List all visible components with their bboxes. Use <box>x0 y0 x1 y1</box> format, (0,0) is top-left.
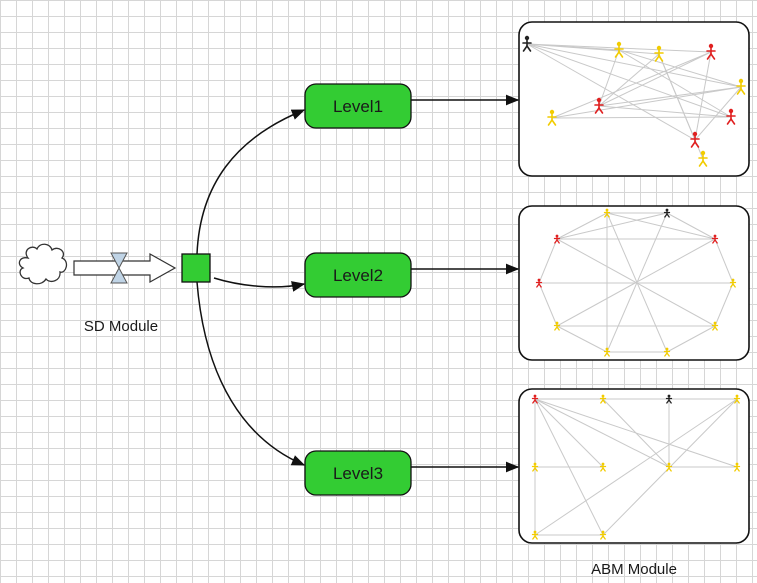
connector-to-level3 <box>196 281 306 466</box>
level3-box[interactable]: Level3 <box>304 450 412 496</box>
network-edge <box>714 238 734 284</box>
network-edge <box>534 398 738 536</box>
sd-module-label: SD Module <box>84 318 158 335</box>
network-edge <box>598 86 742 107</box>
network-edge <box>526 43 742 88</box>
network-edge <box>534 398 604 536</box>
agent-icon <box>729 278 737 288</box>
network-edge <box>556 238 716 327</box>
agent-icon <box>733 462 741 472</box>
network-edge <box>666 325 716 353</box>
network-edge <box>538 238 558 284</box>
level1-network <box>522 35 746 167</box>
agent-icon <box>711 234 719 244</box>
agent-icon <box>654 45 664 62</box>
level3-network <box>531 394 741 540</box>
agent-icon <box>599 394 607 404</box>
network-edge <box>538 282 558 327</box>
network-edge <box>556 212 668 240</box>
agent-icon <box>531 394 539 404</box>
agent-icon <box>599 462 607 472</box>
agent-icon <box>553 234 561 244</box>
agent-icon <box>726 108 736 125</box>
network-edge <box>534 398 670 468</box>
agent-icon <box>547 109 557 126</box>
flow-pipe-arrow <box>73 252 177 284</box>
network-edge <box>526 43 660 55</box>
network-edge <box>534 398 604 468</box>
network-edge <box>694 86 742 141</box>
level3-label: Level3 <box>333 464 383 483</box>
network-edge <box>551 116 732 119</box>
agent-icon <box>706 43 716 60</box>
agent-icon <box>614 41 624 58</box>
agent-icon <box>531 530 539 540</box>
agent-icon <box>736 78 746 95</box>
network-edge <box>526 43 696 141</box>
network-edge <box>666 212 716 240</box>
agent-icon <box>535 278 543 288</box>
agent-icon <box>594 97 604 114</box>
level2-label: Level2 <box>333 266 383 285</box>
network-edge <box>618 49 732 118</box>
agent-icon <box>522 35 532 52</box>
network-edge <box>618 49 742 88</box>
network-edge <box>602 398 670 468</box>
level1-box[interactable]: Level1 <box>304 83 412 129</box>
abm-module-label: ABM Module <box>591 561 677 578</box>
agent-icon <box>698 150 708 167</box>
level3-network-panel <box>518 388 750 544</box>
agent-icon <box>665 462 673 472</box>
agent-icon <box>553 321 561 331</box>
network-edge <box>598 53 660 107</box>
valve-icon <box>110 252 128 284</box>
level2-network <box>535 208 737 357</box>
network-edge <box>694 51 712 141</box>
agent-icon <box>599 530 607 540</box>
network-edge <box>598 51 712 107</box>
agent-icon <box>663 208 671 218</box>
connector-to-level2 <box>213 277 306 292</box>
network-edge <box>551 51 712 119</box>
stock-square[interactable] <box>181 253 211 283</box>
level1-label: Level1 <box>333 97 383 116</box>
agent-icon <box>603 208 611 218</box>
network-edge <box>598 105 732 118</box>
agent-icon <box>663 347 671 357</box>
network-edge <box>556 212 608 240</box>
agent-icon <box>531 462 539 472</box>
network-edge <box>551 86 742 119</box>
agent-icon <box>690 131 700 148</box>
agent-icon <box>733 394 741 404</box>
agent-icon <box>603 347 611 357</box>
cloud-icon <box>18 243 68 285</box>
level2-box[interactable]: Level2 <box>304 252 412 298</box>
agent-icon <box>711 321 719 331</box>
network-edge <box>658 53 696 141</box>
network-edge <box>556 325 608 353</box>
connector-to-level1 <box>196 109 306 255</box>
network-edge <box>714 282 734 327</box>
agent-icon <box>665 394 673 404</box>
network-layer <box>522 35 746 540</box>
